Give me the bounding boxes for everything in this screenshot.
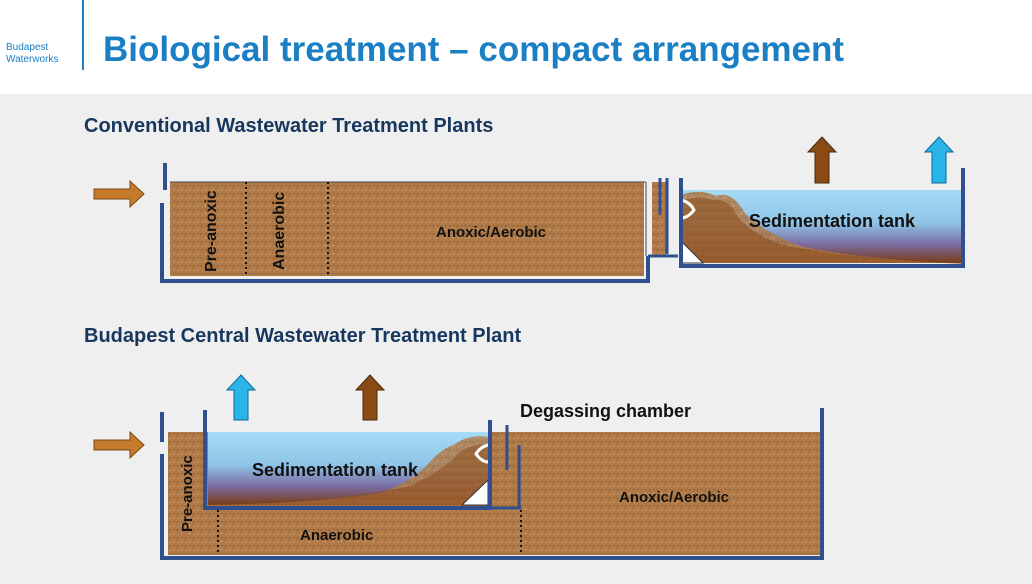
slide-title: Biological treatment – compact arrangeme… xyxy=(103,30,845,69)
conventional-diagram: Pre-anoxic Anaerobic Anoxic/Aerobic Sedi… xyxy=(93,136,965,283)
central-diagram: Sedimentation tank Degassing chamber Ano… xyxy=(93,374,824,560)
sedimentation-tank-walls xyxy=(679,168,965,268)
label-preanoxic-central: Pre-anoxic xyxy=(179,455,196,532)
aeration-basin xyxy=(170,182,644,276)
label-sedimentation-central: Sedimentation tank xyxy=(252,460,419,480)
sludge-output-arrow-icon-central xyxy=(354,374,386,421)
central-basin-walls xyxy=(160,408,824,560)
sedimentation-tank-central-walls xyxy=(203,410,492,510)
central-heading: Budapest Central Wastewater Treatment Pl… xyxy=(84,325,522,347)
label-sedimentation-conventional: Sedimentation tank xyxy=(749,211,916,231)
label-preanoxic-conventional: Pre-anoxic xyxy=(203,190,220,272)
inflow-arrow-icon-central xyxy=(93,430,145,460)
label-anoxic-aerobic-central: Anoxic/Aerobic xyxy=(619,489,729,506)
label-anoxic-aerobic-conventional: Anoxic/Aerobic xyxy=(436,224,546,241)
transfer-channel xyxy=(652,182,666,256)
label-degassing-chamber: Degassing chamber xyxy=(520,401,691,421)
brand-logo: Budapest Waterworks xyxy=(6,42,58,66)
water-output-arrow-icon-central xyxy=(225,374,257,421)
label-anaerobic-conventional: Anaerobic xyxy=(271,192,288,270)
label-anaerobic-central: Anaerobic xyxy=(300,527,373,544)
header-divider xyxy=(82,0,84,70)
sludge-output-arrow-icon xyxy=(806,136,838,184)
water-output-arrow-icon xyxy=(923,136,955,184)
inflow-arrow-icon xyxy=(93,179,145,209)
conventional-heading: Conventional Wastewater Treatment Plants xyxy=(84,115,494,137)
aeration-basin-walls xyxy=(160,203,650,283)
slide-header: Budapest Waterworks Biological treatment… xyxy=(0,0,1032,92)
brand-line-1: Budapest xyxy=(6,42,49,53)
brand-line-2: Waterworks xyxy=(6,54,59,65)
